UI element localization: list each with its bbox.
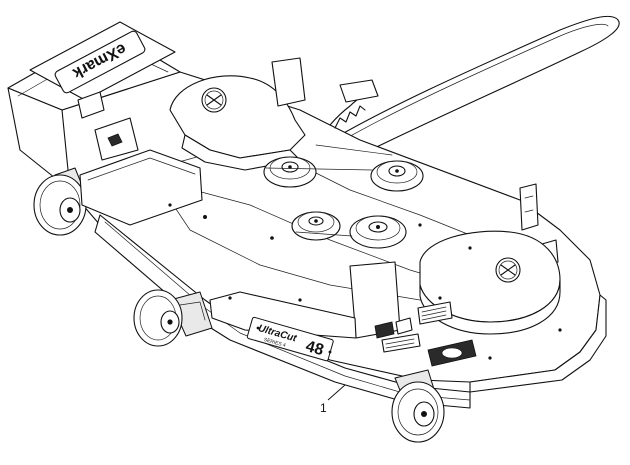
- callout-number: 1: [320, 401, 327, 415]
- belt-cover-left: [169, 75, 306, 171]
- belt-run: [265, 144, 393, 237]
- warning-decals: [374, 301, 477, 367]
- idler-spring: [271, 57, 379, 129]
- left-bracket: [77, 91, 203, 226]
- caster-wheel-front-right: [391, 369, 445, 443]
- pulley-upper-right: [370, 160, 424, 192]
- mounting-holes: [168, 203, 562, 360]
- pulley-upper-left: [263, 156, 317, 188]
- front-baffle: [209, 261, 401, 339]
- pulley-center-idler: [291, 211, 341, 241]
- callout-1: 1: [320, 384, 346, 415]
- model-badge: UltraCut SERIES 4 48: [246, 316, 334, 362]
- belt-cover-right: [419, 230, 561, 335]
- brand-panel: eXmark: [29, 21, 176, 101]
- model-size-text: 48: [304, 338, 326, 359]
- caster-wheel-front-left: [133, 289, 213, 347]
- pulley-center-spindle: [349, 215, 407, 249]
